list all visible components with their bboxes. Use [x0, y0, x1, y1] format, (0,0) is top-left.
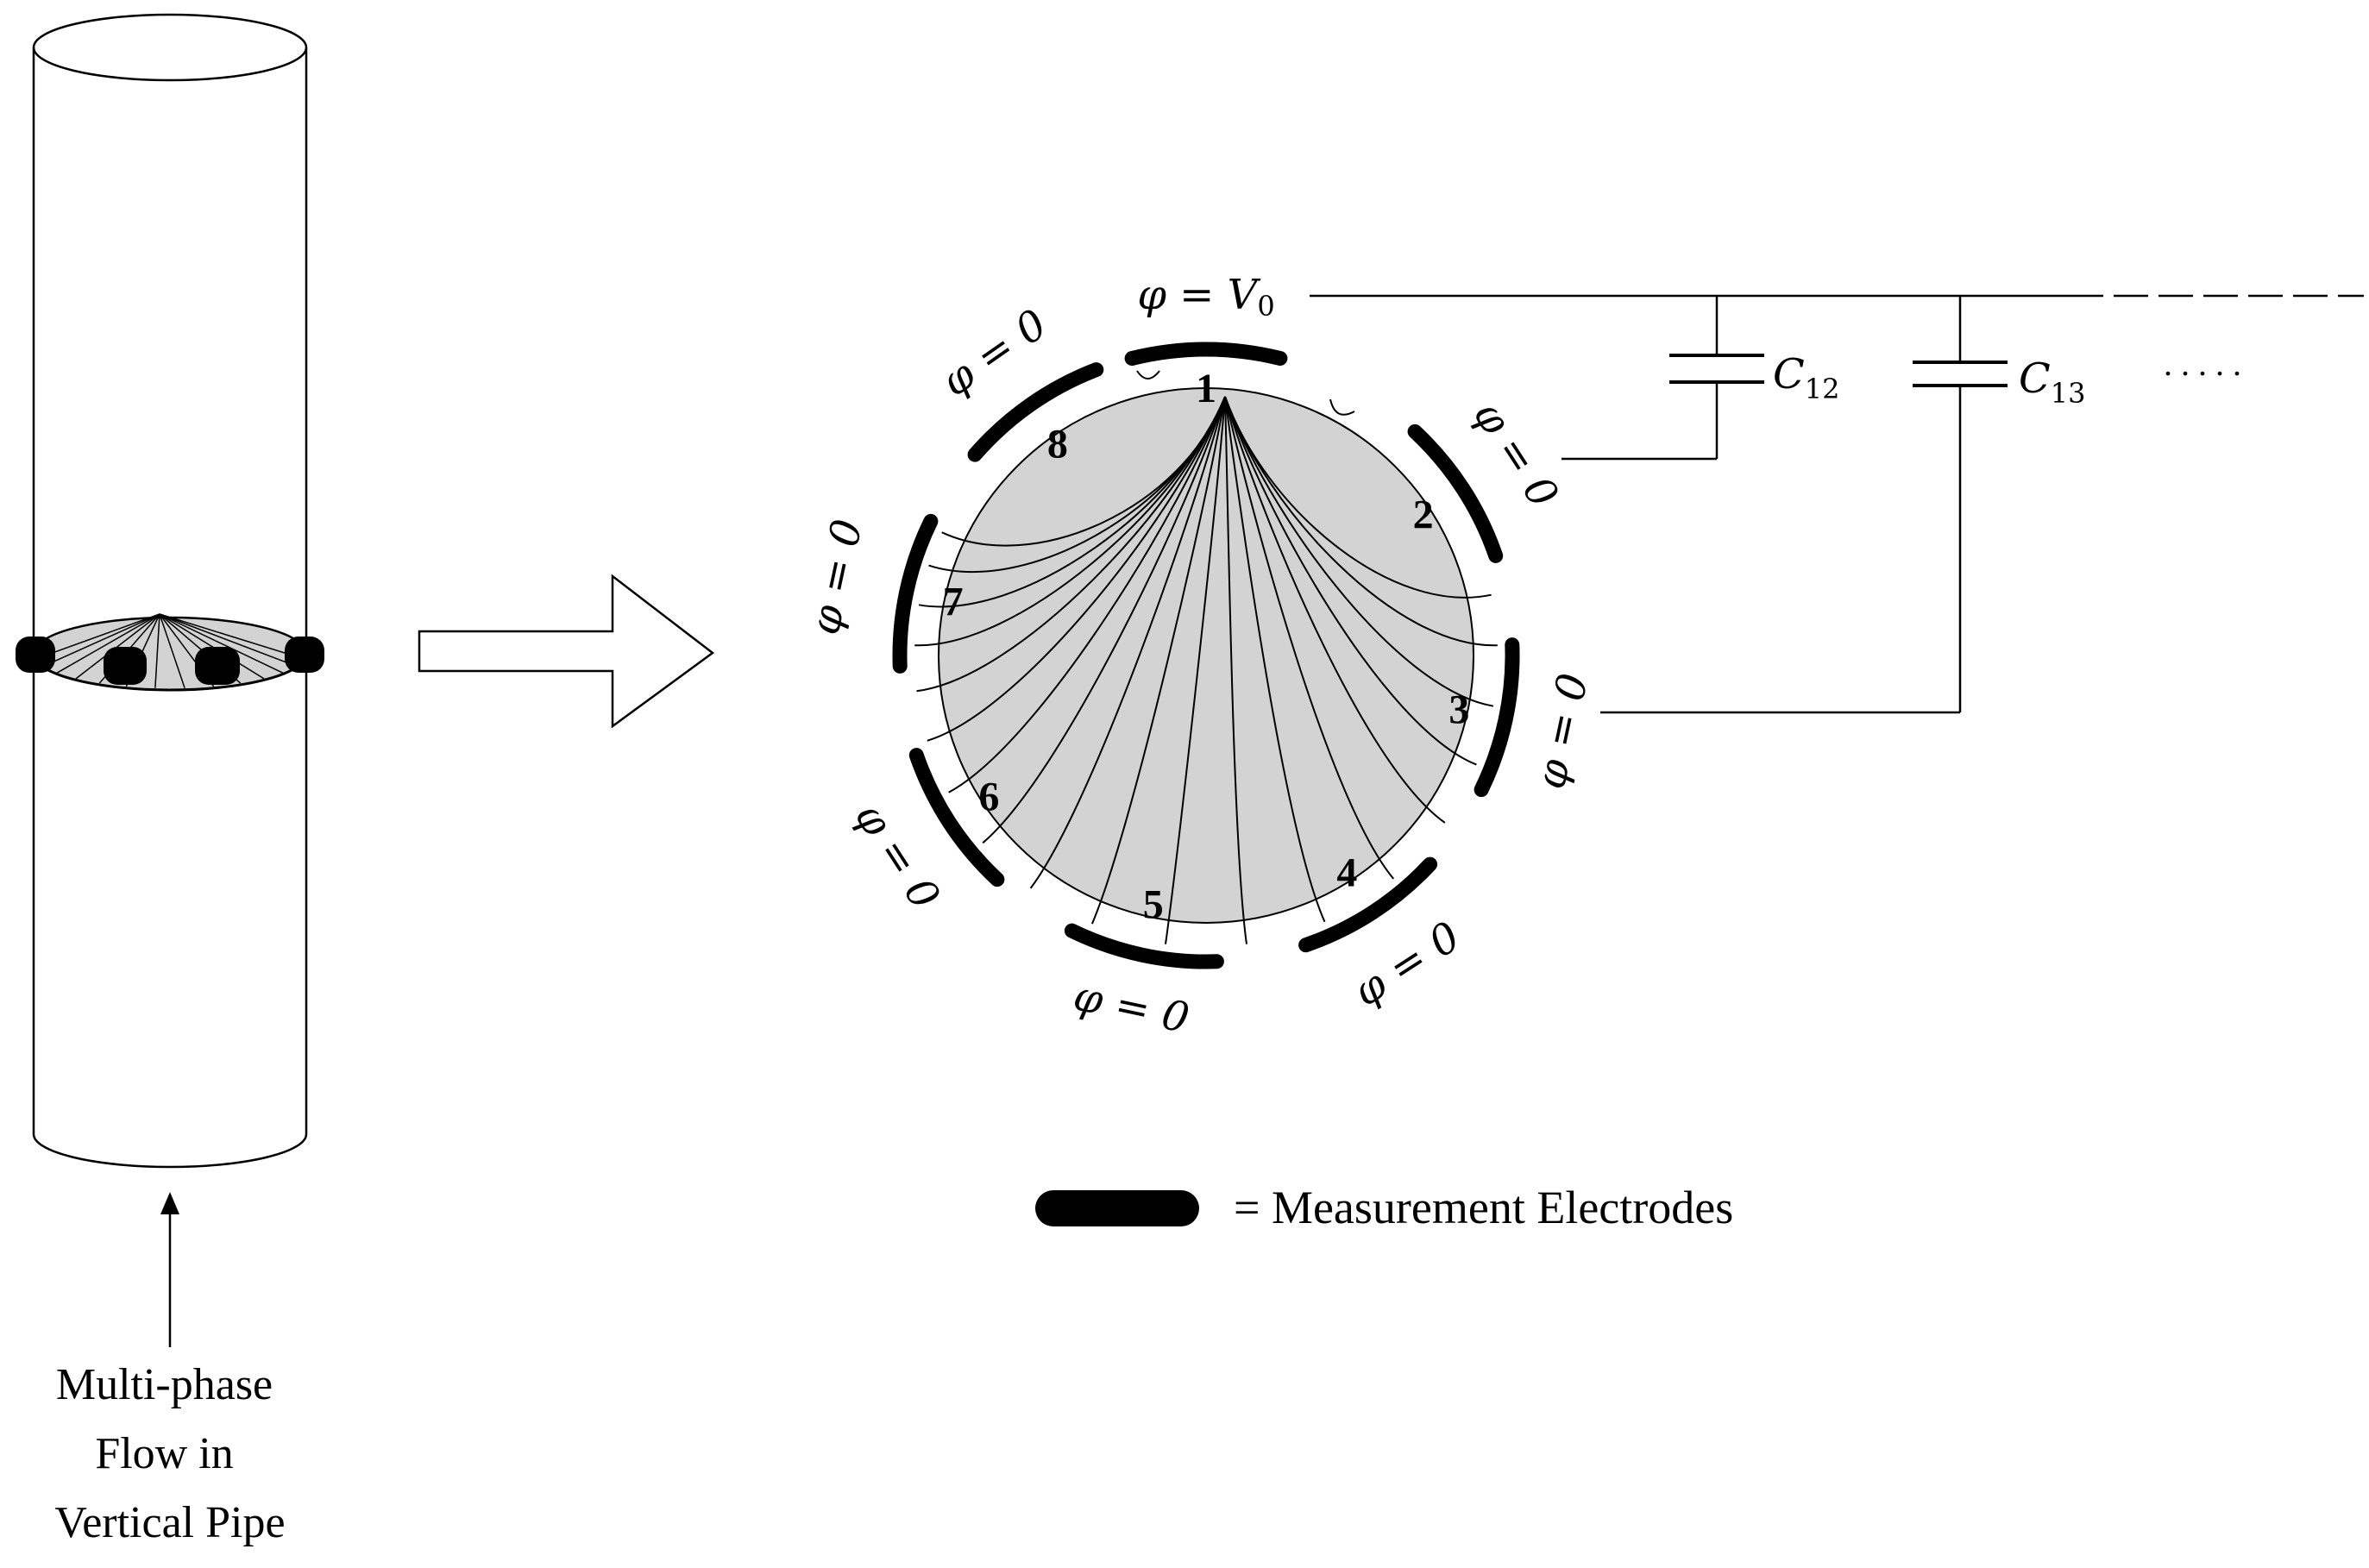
- electrode-arcs: [892, 342, 1520, 969]
- electrode-7: [892, 513, 939, 674]
- pipe-electrode: [195, 647, 240, 685]
- vertical-pipe: [32, 13, 308, 1169]
- electrode-potential-7: φ = 0: [801, 515, 872, 639]
- pipe-top-rim: [32, 13, 308, 82]
- flow-arrow: [160, 1192, 179, 1347]
- flow-caption-line-3: Vertical Pipe: [54, 1498, 285, 1547]
- electrode-potential-5: φ = 0: [1070, 971, 1194, 1043]
- electrode-number-5: 5: [1143, 882, 1164, 928]
- legend: = Measurement Electrodes: [1035, 1182, 1733, 1233]
- legend-text: = Measurement Electrodes: [1234, 1182, 1733, 1233]
- cross-section: 1 φ = V0 2 φ = 0 3 φ = 0 4 φ = 0 5 φ = 0 6 φ = 0 7 φ …: [801, 271, 1598, 1043]
- electrode-potential-1: φ = V0: [1137, 271, 1274, 323]
- pipe-electrode: [16, 637, 55, 673]
- transition-arrow: [418, 574, 715, 729]
- electrode-number-1: 1: [1196, 366, 1216, 411]
- electrode-potential-4: φ = 0: [1344, 912, 1468, 1015]
- electrode-number-4: 4: [1336, 850, 1357, 896]
- electrode-8: [967, 362, 1104, 462]
- electrode-2: [1407, 423, 1504, 563]
- electrode-4: [1298, 856, 1438, 953]
- pipe-bottom-rim: [32, 1133, 308, 1169]
- electrode-1: [1124, 342, 1288, 366]
- continuation-dots: . . . . .: [2164, 344, 2241, 383]
- flow-caption: Multi-phase Flow in Vertical Pipe: [54, 1360, 285, 1547]
- flow-caption-line-2: Flow in: [95, 1429, 233, 1478]
- electrode-number-7: 7: [943, 580, 964, 625]
- electrode-number-3: 3: [1448, 687, 1469, 732]
- circuit: [1310, 294, 2364, 714]
- electrode-number-6: 6: [978, 774, 999, 819]
- cross-section-disc: [938, 387, 1474, 924]
- electrode-number-2: 2: [1413, 492, 1434, 538]
- capacitor-label-c12: C12: [1773, 350, 1839, 405]
- pipe-electrode: [285, 637, 324, 673]
- electrode-5: [1064, 923, 1224, 969]
- electrode-6: [908, 748, 1005, 887]
- electrode-potential-8: φ = 0: [933, 299, 1056, 405]
- tilde-mark: [1136, 370, 1160, 379]
- field-lines: [914, 396, 1498, 944]
- electrode-potential-3: φ = 0: [1526, 669, 1598, 793]
- legend-electrode-swatch: [1035, 1190, 1199, 1226]
- electrode-3: [1474, 637, 1520, 798]
- pipe-sensor-ring: [16, 613, 324, 692]
- electrode-potential-6: φ = 0: [845, 793, 949, 918]
- tilde-mark: [1329, 398, 1355, 416]
- pipe-electrode: [104, 647, 147, 685]
- capacitor-label-c13: C13: [2019, 354, 2085, 410]
- flow-caption-line-1: Multi-phase: [56, 1360, 273, 1409]
- electrode-potential-2: φ = 0: [1464, 392, 1568, 517]
- electrode-number-8: 8: [1047, 421, 1068, 467]
